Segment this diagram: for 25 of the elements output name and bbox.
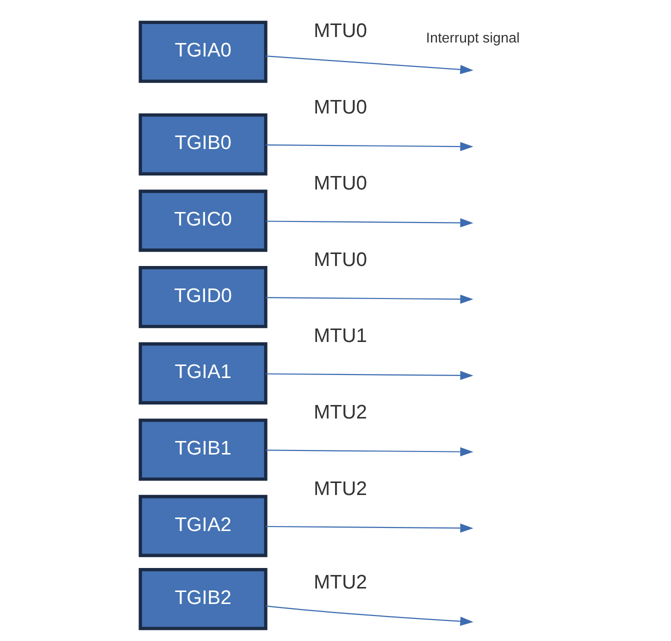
arrow: [266, 142, 474, 152]
node-box: TGIB2: [138, 568, 268, 630]
node-label: MTU2: [314, 478, 368, 500]
node-label: MTU0: [314, 96, 368, 118]
arrow: [266, 447, 474, 456]
node-label: MTU2: [314, 402, 368, 424]
node-label: MTU0: [314, 20, 368, 42]
node-box: TGID0: [138, 266, 268, 328]
node-label: MTU2: [314, 572, 368, 594]
arrow: [266, 524, 474, 533]
arrow: [266, 370, 474, 380]
node-box: TGIB0: [138, 113, 268, 176]
node-box: TGIC0: [138, 190, 268, 252]
node-label: MTU1: [314, 325, 368, 348]
arrow: [266, 56, 474, 74]
node-box: TGIA0: [138, 20, 268, 83]
arrow: [266, 218, 474, 228]
node-box: TGIB1: [138, 418, 268, 481]
node-label: MTU0: [314, 172, 368, 195]
arrow: [266, 294, 474, 304]
label: Interrupt signal: [426, 30, 520, 46]
node-box: TGIA1: [138, 342, 268, 404]
node-box: TGIA2: [138, 494, 268, 558]
node-label: MTU0: [314, 248, 368, 271]
arrow: [266, 606, 474, 626]
